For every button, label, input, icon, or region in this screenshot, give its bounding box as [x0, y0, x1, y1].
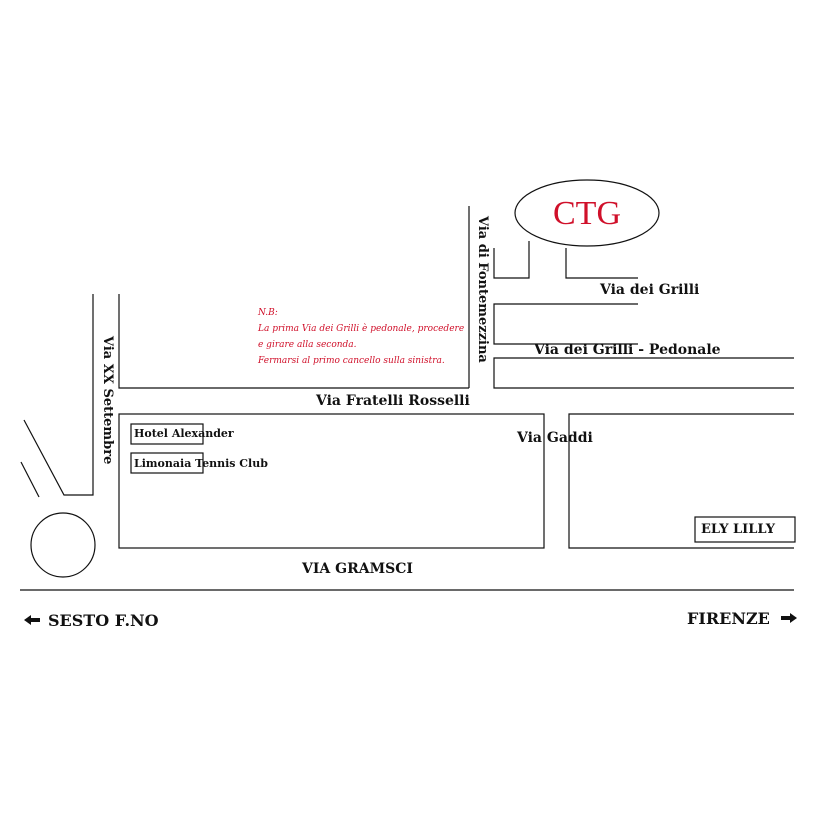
place-label-limonaia-tennis-club: Limonaia Tennis Club	[134, 457, 268, 470]
arrow-left-icon	[24, 615, 40, 625]
note-heading: N.B:	[258, 308, 278, 318]
ely-lilly-box	[694, 516, 796, 543]
xx-settembre-edge	[23, 294, 94, 496]
ctg-logo: CTG	[553, 195, 621, 232]
note-line: e girare alla seconda.	[258, 340, 357, 350]
street-label-via-gaddi: Via Gaddi	[517, 430, 593, 446]
roundabout	[30, 512, 96, 578]
street-label-via-gramsci: VIA GRAMSCI	[302, 561, 413, 577]
roundabout-spur	[20, 461, 40, 498]
block-south-east	[568, 413, 794, 549]
direction-label-sesto: SESTO F.NO	[48, 611, 159, 630]
place-label-ely-lilly: ELY LILLY	[701, 522, 775, 537]
street-label-via-fratelli-rosselli: Via Fratelli Rosselli	[316, 393, 470, 409]
ctg-left-connector	[493, 241, 530, 279]
ctg-right-connector	[565, 248, 638, 279]
arrow-right-icon	[781, 613, 797, 623]
hotel-alexander-box	[130, 423, 204, 445]
limonaia-tennis-club-box	[130, 452, 204, 474]
street-label-via-dei-grilli-pedonale: Via dei Grilli - Pedonale	[534, 342, 721, 358]
directions-note: N.B: La prima Via dei Grilli è pedonale,…	[258, 305, 478, 369]
block-north-west	[118, 294, 469, 389]
note-line: Fermarsi al primo cancello sulla sinistr…	[258, 356, 445, 366]
grilli-block-1	[493, 303, 638, 345]
place-label-hotel-alexander: Hotel Alexander	[134, 427, 234, 440]
block-south-west	[118, 413, 545, 549]
street-label-via-xx-settembre: Via XX Settembre	[100, 336, 115, 465]
direction-label-firenze: FIRENZE	[687, 609, 770, 628]
street-label-via-dei-grilli: Via dei Grilli	[600, 282, 700, 298]
note-line: La prima Via dei Grilli è pedonale, proc…	[258, 324, 465, 334]
ctg-marker-ellipse	[514, 179, 660, 247]
grilli-block-2	[493, 357, 794, 389]
